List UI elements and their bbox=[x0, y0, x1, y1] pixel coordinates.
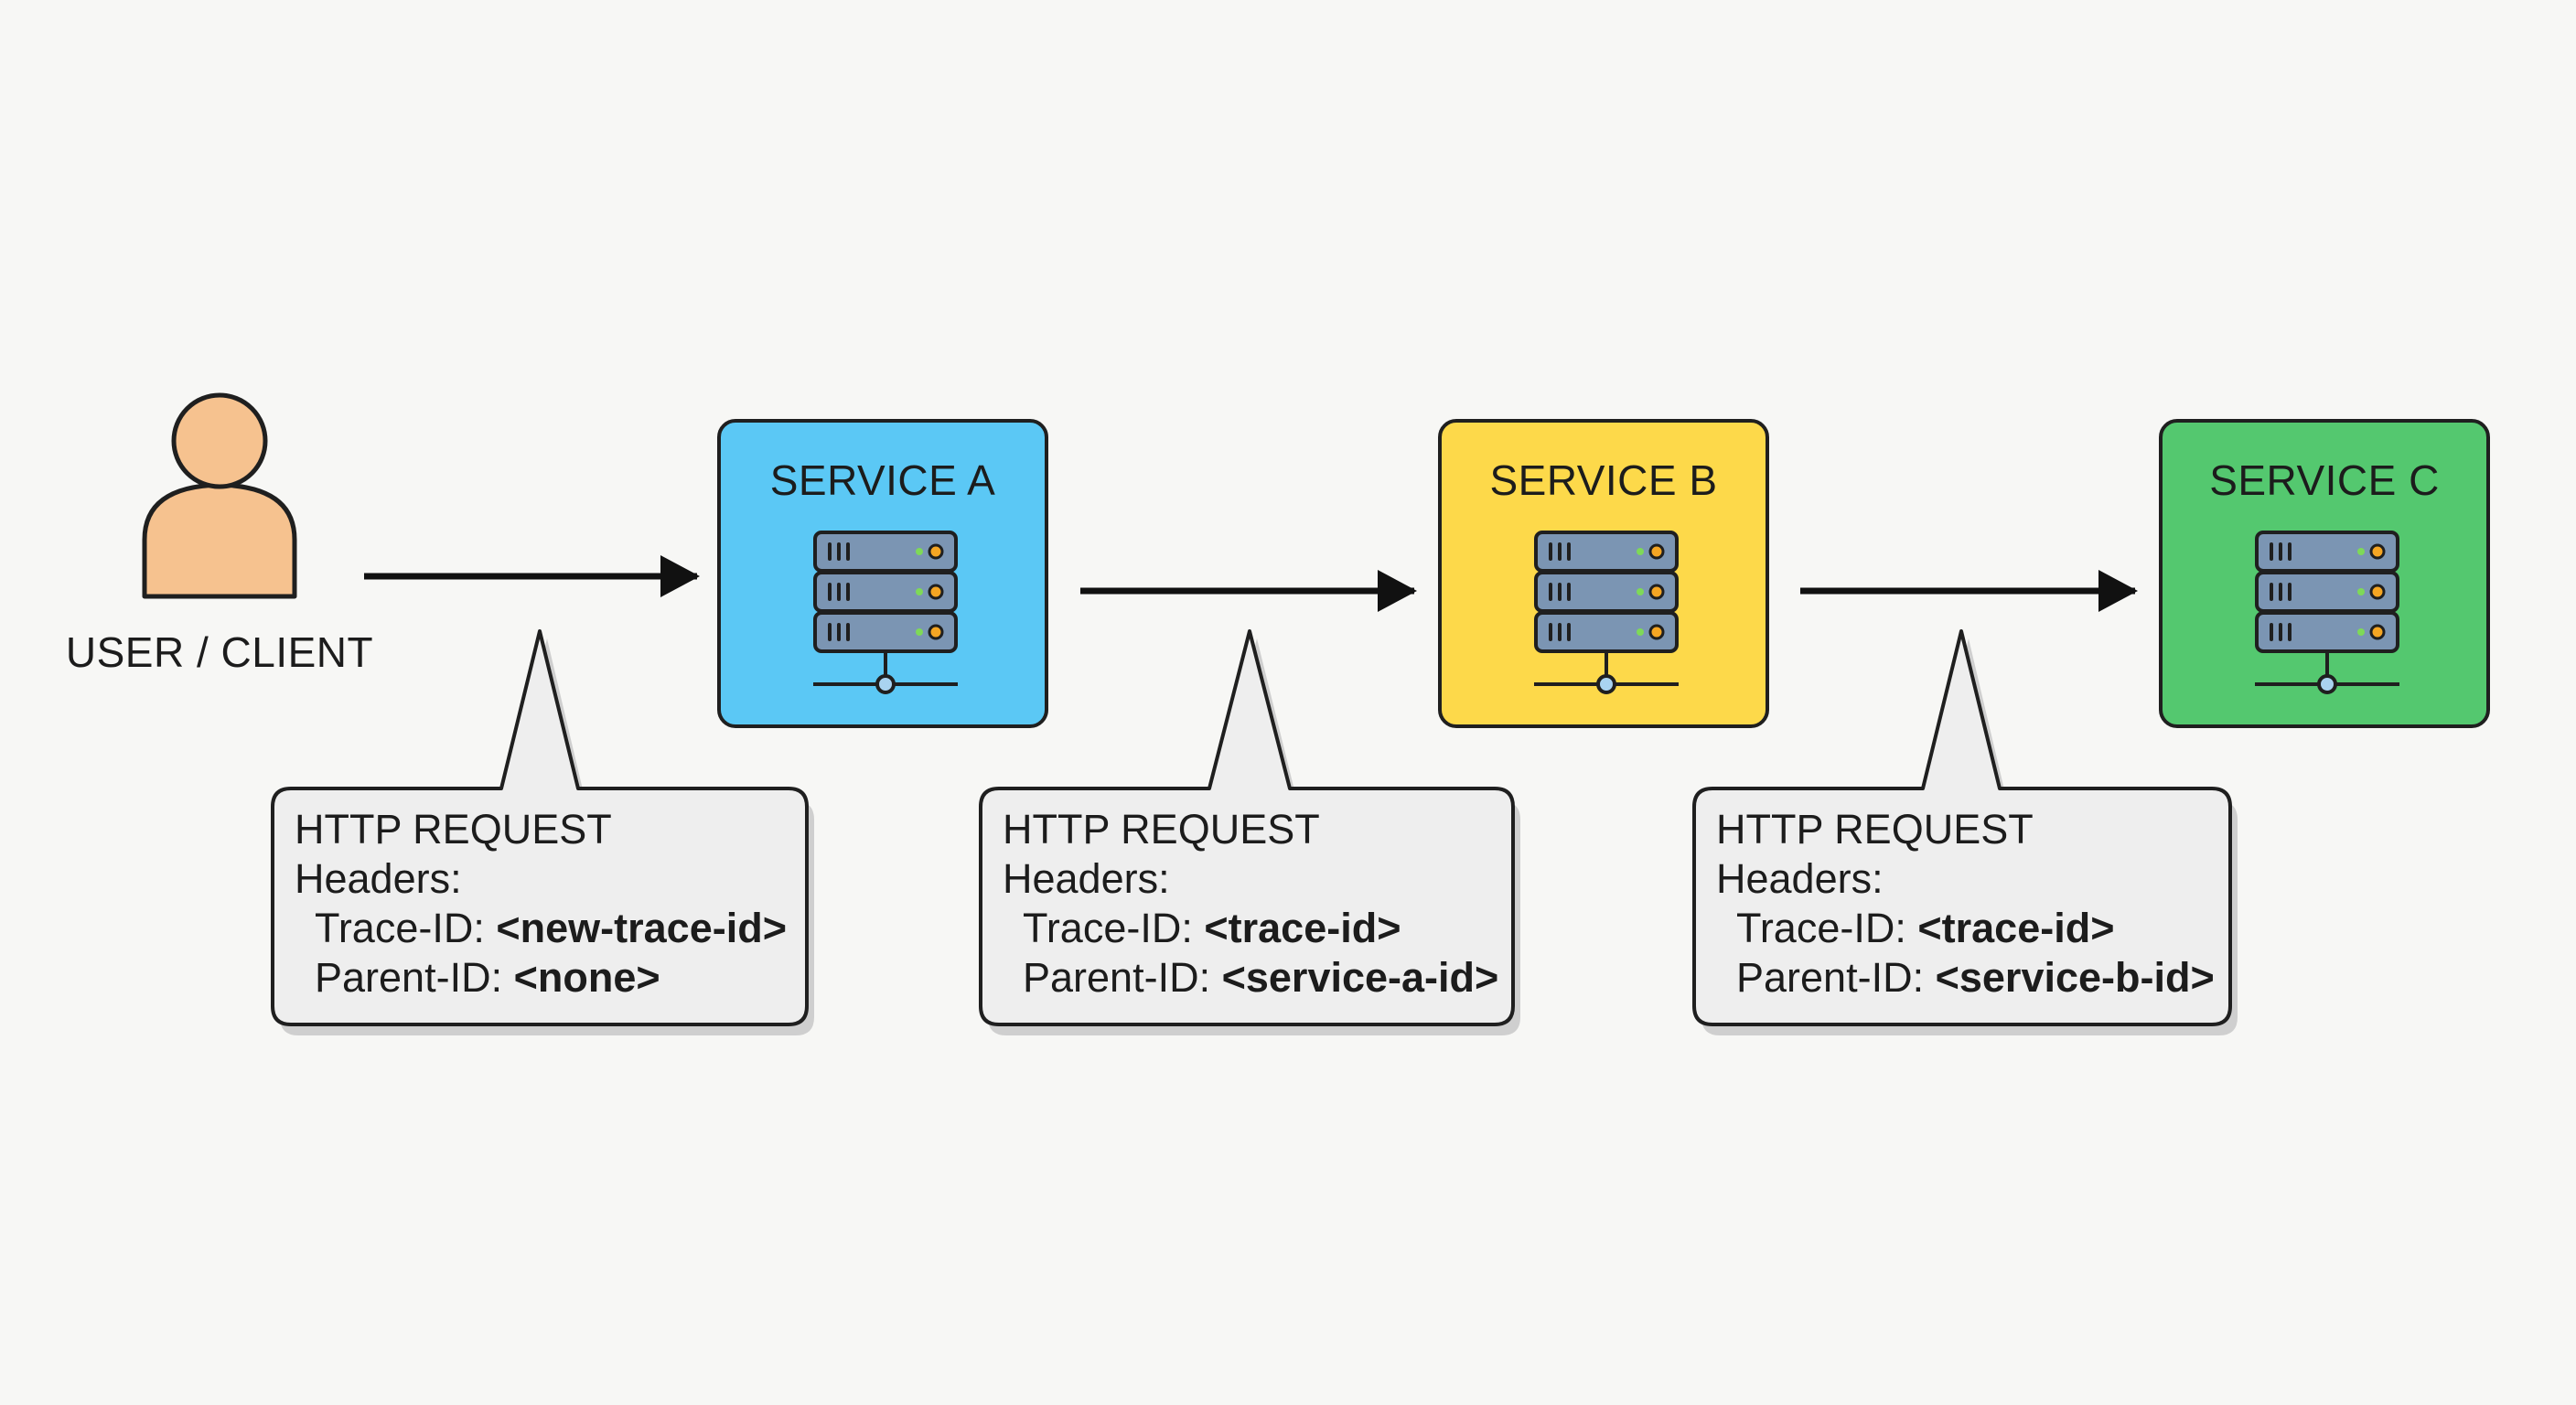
parent-id-value: <none> bbox=[513, 954, 660, 1001]
request-1-parent-row: Parent-ID: <none> bbox=[295, 953, 787, 1003]
request-2-trace-row: Trace-ID: <trace-id> bbox=[1003, 904, 1498, 953]
service-c-title: SERVICE C bbox=[2209, 456, 2440, 504]
request-2-text: HTTP REQUEST Headers: Trace-ID: <trace-i… bbox=[1003, 805, 1498, 1003]
request-3-parent-row: Parent-ID: <service-b-id> bbox=[1716, 953, 2215, 1003]
parent-id-label: Parent-ID: bbox=[1736, 954, 1925, 1001]
service-b-title: SERVICE B bbox=[1489, 456, 1718, 504]
trace-id-label: Trace-ID: bbox=[1736, 905, 1906, 951]
request-1-title: HTTP REQUEST bbox=[295, 806, 612, 853]
service-b-box: SERVICE B bbox=[1438, 419, 1769, 728]
request-2-headers-label: Headers: bbox=[1003, 855, 1170, 902]
server-icon bbox=[2255, 531, 2399, 694]
request-1-text: HTTP REQUEST Headers: Trace-ID: <new-tra… bbox=[295, 805, 787, 1003]
request-1-headers-label: Headers: bbox=[295, 855, 462, 902]
parent-id-value: <service-b-id> bbox=[1935, 954, 2215, 1001]
service-a-box: SERVICE A bbox=[717, 419, 1048, 728]
arrowhead-1 bbox=[660, 555, 700, 597]
parent-id-label: Parent-ID: bbox=[1023, 954, 1211, 1001]
parent-id-value: <service-a-id> bbox=[1221, 954, 1499, 1001]
request-callout-3 bbox=[1692, 629, 2238, 1035]
arrowhead-2 bbox=[1378, 570, 1417, 612]
user-icon bbox=[142, 392, 297, 599]
server-icon bbox=[813, 531, 958, 694]
request-callout-2 bbox=[979, 629, 1520, 1035]
request-2-title: HTTP REQUEST bbox=[1003, 806, 1320, 853]
request-1-trace-row: Trace-ID: <new-trace-id> bbox=[295, 904, 787, 953]
trace-id-label: Trace-ID: bbox=[1023, 905, 1193, 951]
request-callout-1 bbox=[271, 629, 814, 1035]
trace-id-value: <trace-id> bbox=[1204, 905, 1401, 951]
parent-id-label: Parent-ID: bbox=[315, 954, 503, 1001]
trace-id-label: Trace-ID: bbox=[315, 905, 485, 951]
request-3-trace-row: Trace-ID: <trace-id> bbox=[1716, 904, 2215, 953]
request-3-headers-label: Headers: bbox=[1716, 855, 1884, 902]
request-3-title: HTTP REQUEST bbox=[1716, 806, 2034, 853]
arrowhead-3 bbox=[2098, 570, 2138, 612]
request-2-parent-row: Parent-ID: <service-a-id> bbox=[1003, 953, 1498, 1003]
trace-id-value: <trace-id> bbox=[1917, 905, 2115, 951]
trace-id-value: <new-trace-id> bbox=[496, 905, 787, 951]
service-c-box: SERVICE C bbox=[2159, 419, 2490, 728]
actor-label: USER / CLIENT bbox=[65, 628, 374, 676]
request-3-text: HTTP REQUEST Headers: Trace-ID: <trace-i… bbox=[1716, 805, 2215, 1003]
server-icon bbox=[1534, 531, 1679, 694]
service-a-title: SERVICE A bbox=[769, 456, 996, 504]
